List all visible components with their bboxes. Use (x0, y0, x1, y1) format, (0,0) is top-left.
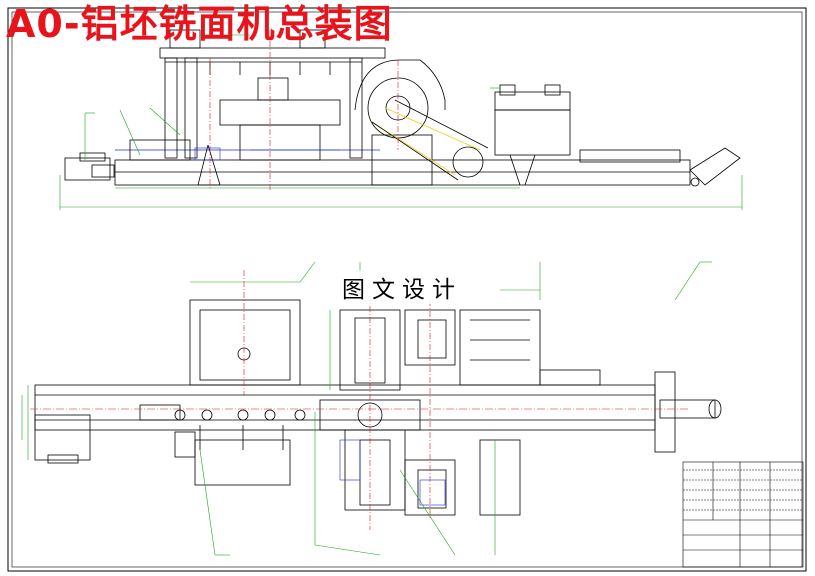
front-elevation-annotations (59, 30, 743, 210)
plan-view (34, 299, 722, 516)
plan-view-annotations (21, 261, 712, 556)
watermark-text: 图文设计 (338, 270, 466, 304)
drawing-frame (7, 7, 807, 572)
title-block (682, 461, 804, 568)
drawing-title: A0-铝坯铣面机总装图 (6, 2, 393, 46)
drawing-border (11, 11, 803, 568)
front-elevation-view (64, 29, 741, 187)
